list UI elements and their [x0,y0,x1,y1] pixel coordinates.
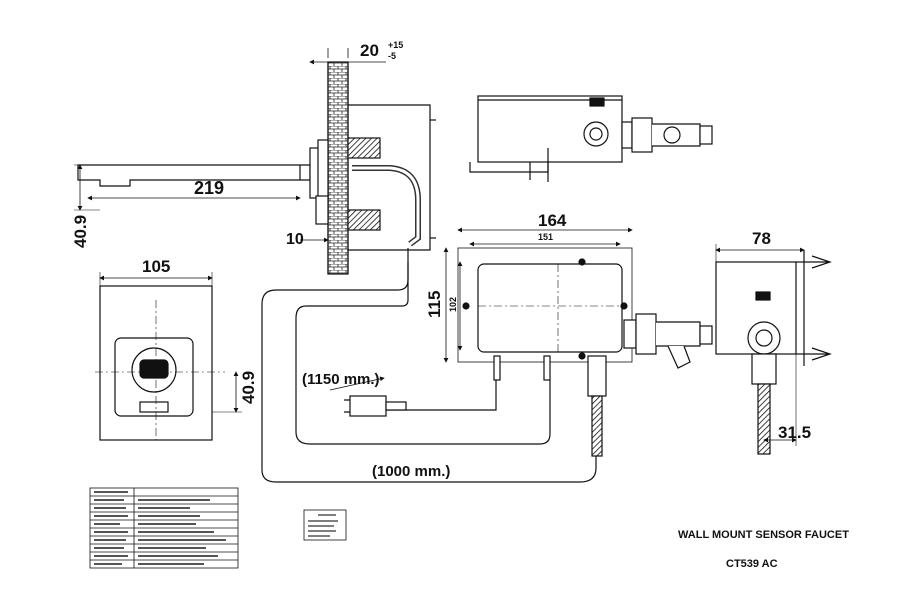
plug-cable-length-label: (1150 mm.) [302,371,380,388]
wall-tol-upper: +15 [388,40,403,50]
side-view [74,48,436,275]
power-plug [349,395,387,417]
control-box-top-view [469,95,713,182]
model-number: CT539 AC [726,558,778,570]
spout-offset-label: 10 [286,231,304,248]
plate-width-label: 105 [142,257,170,276]
flex-hose [352,165,421,247]
cables [261,248,597,483]
side-depth-label: 78 [752,229,771,248]
box-outer-width-label: 164 [538,211,567,230]
box-inner-width-label: 151 [538,232,553,242]
control-box-side-view [715,244,832,455]
box-outer-height-label: 115 [425,291,444,318]
control-box-front-view [443,227,713,457]
spout-height-label: 40.9 [71,215,90,248]
sensor-cable-length-label: (1000 mm.) [372,463,450,480]
plate-sensor-height-label: 40.9 [239,371,258,404]
wall-thickness-label: 20 [360,41,379,60]
label-stamp [303,509,347,541]
spout-length-label: 219 [194,178,224,198]
side-pipe-offset-label: 31.5 [778,423,811,442]
box-inner-height-label: 102 [448,297,458,312]
wall-tol-lower: -5 [388,51,396,61]
drawing-title: WALL MOUNT SENSOR FAUCET [678,529,849,541]
specification-table [89,487,239,569]
wall-section [327,61,349,275]
wall-plate-front-view [95,272,242,441]
sensor-cable [261,248,597,483]
power-cable [295,262,551,445]
